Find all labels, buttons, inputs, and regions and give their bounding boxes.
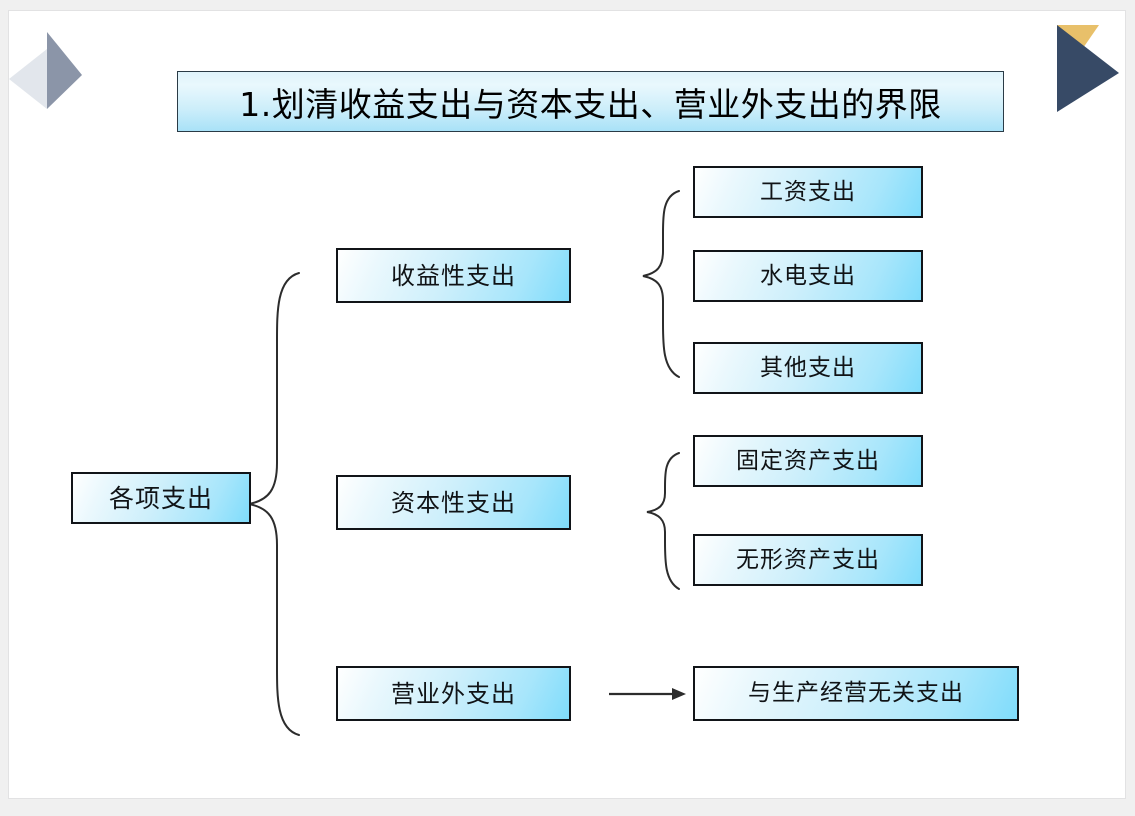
nonoperating-arrow-head (672, 688, 686, 700)
node-nonoperating-expenditure-label: 营业外支出 (391, 679, 516, 708)
node-intangible-asset-expense[interactable]: 无形资产支出 (693, 534, 923, 586)
node-root-expenses-label: 各项支出 (108, 483, 213, 513)
right-arrow-decoration-svg (1057, 25, 1119, 112)
node-revenue-expenditure-label: 收益性支出 (391, 261, 516, 290)
slide-canvas: 1.划清收益支出与资本支出、营业外支出的界限 各项支出 收益性支出 资本性支出 … (8, 10, 1126, 799)
node-salary-expense-label: 工资支出 (760, 178, 856, 205)
node-capital-expenditure[interactable]: 资本性支出 (336, 475, 571, 530)
node-other-expense-label: 其他支出 (760, 354, 856, 381)
right-arrow-decoration (1015, 11, 1125, 121)
main-brace (248, 272, 300, 736)
node-fixed-asset-expense[interactable]: 固定资产支出 (693, 435, 923, 487)
page-title: 1.划清收益支出与资本支出、营业外支出的界限 (239, 84, 942, 124)
node-utility-expense[interactable]: 水电支出 (693, 250, 923, 302)
left-arrow-decoration (9, 27, 89, 117)
right-arrow-navy-triangle (1057, 25, 1119, 112)
node-root-expenses[interactable]: 各项支出 (71, 472, 251, 524)
sub-brace-revenue (642, 190, 680, 378)
node-utility-expense-label: 水电支出 (760, 262, 856, 289)
node-capital-expenditure-label: 资本性支出 (391, 488, 516, 517)
node-unrelated-to-operations-expense-label: 与生产经营无关支出 (748, 680, 964, 706)
right-arrow-gold-triangle (1057, 25, 1099, 51)
node-unrelated-to-operations-expense[interactable]: 与生产经营无关支出 (693, 666, 1019, 721)
left-arrow-decoration-svg (9, 32, 82, 109)
node-revenue-expenditure[interactable]: 收益性支出 (336, 248, 571, 303)
node-other-expense[interactable]: 其他支出 (693, 342, 923, 394)
node-fixed-asset-expense-label: 固定资产支出 (736, 447, 880, 474)
left-arrow-light-triangle (9, 49, 47, 109)
slide-title-banner: 1.划清收益支出与资本支出、营业外支出的界限 (177, 71, 1004, 132)
node-nonoperating-expenditure[interactable]: 营业外支出 (336, 666, 571, 721)
left-arrow-dark-triangle (47, 32, 82, 109)
node-intangible-asset-expense-label: 无形资产支出 (736, 546, 880, 573)
sub-brace-capital (646, 452, 680, 590)
node-salary-expense[interactable]: 工资支出 (693, 166, 923, 218)
